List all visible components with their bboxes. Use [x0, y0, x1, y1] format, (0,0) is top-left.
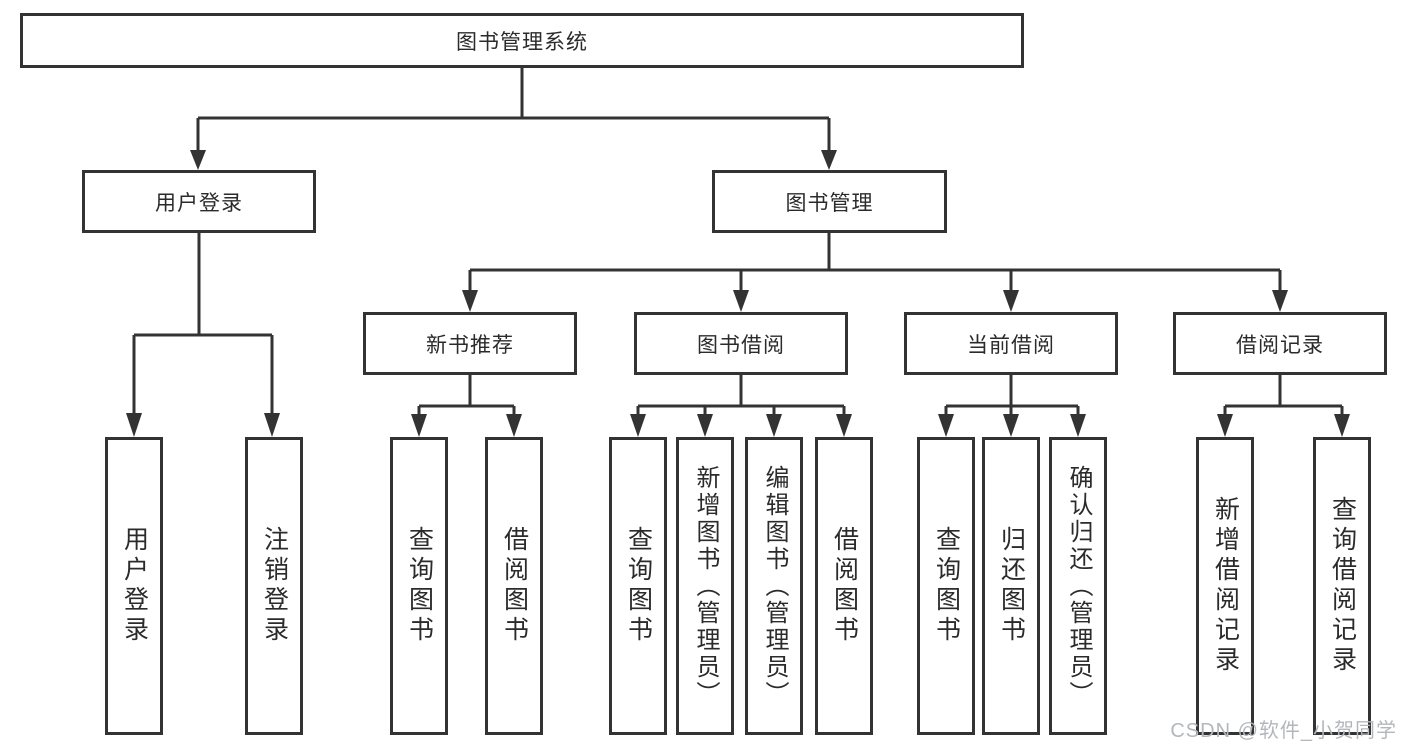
csdn-watermark: CSDN @软件_小贺同学 [1170, 720, 1397, 742]
leaf-return-books: 归还图书 [982, 437, 1040, 735]
leaf-query-books: 查询图书 [917, 437, 975, 735]
leaf-add-borrow-record: 新增借阅记录 [1196, 437, 1254, 735]
leaf-logout: 注销登录 [245, 437, 303, 735]
node-book-management-label: 图书管理 [785, 191, 874, 215]
leaf-borrow-books: 借阅图书 [485, 437, 543, 735]
node-book-borrow: 图书借阅 [634, 312, 848, 375]
node-user-login-label: 用户登录 [155, 191, 243, 215]
node-current-borrow: 当前借阅 [904, 312, 1118, 375]
leaf-query-books: 查询图书 [390, 437, 448, 735]
arrowheads [126, 150, 1350, 437]
node-borrow-records: 借阅记录 [1173, 312, 1387, 375]
leaf-query-borrow-record: 查询借阅记录 [1313, 437, 1371, 735]
node-book-borrow-label: 图书借阅 [697, 333, 785, 357]
leaf-query-books: 查询图书 [609, 437, 667, 735]
node-new-book-recommend-label: 新书推荐 [426, 333, 514, 357]
leaf-edit-books-admin: 编辑图书（管理员） [745, 437, 803, 735]
node-library-system-label: 图书管理系统 [456, 30, 588, 54]
leaf-add-books-admin: 新增图书（管理员） [676, 437, 734, 735]
node-book-management: 图书管理 [712, 170, 947, 233]
node-user-login: 用户登录 [82, 170, 316, 233]
node-new-book-recommend: 新书推荐 [363, 312, 577, 375]
leaf-confirm-return-admin: 确认归还（管理员） [1049, 437, 1107, 735]
node-borrow-records-label: 借阅记录 [1236, 333, 1324, 357]
leaf-user-login: 用户登录 [105, 437, 163, 735]
node-library-system: 图书管理系统 [20, 13, 1024, 68]
node-current-borrow-label: 当前借阅 [967, 333, 1055, 357]
leaf-borrow-books: 借阅图书 [815, 437, 873, 735]
